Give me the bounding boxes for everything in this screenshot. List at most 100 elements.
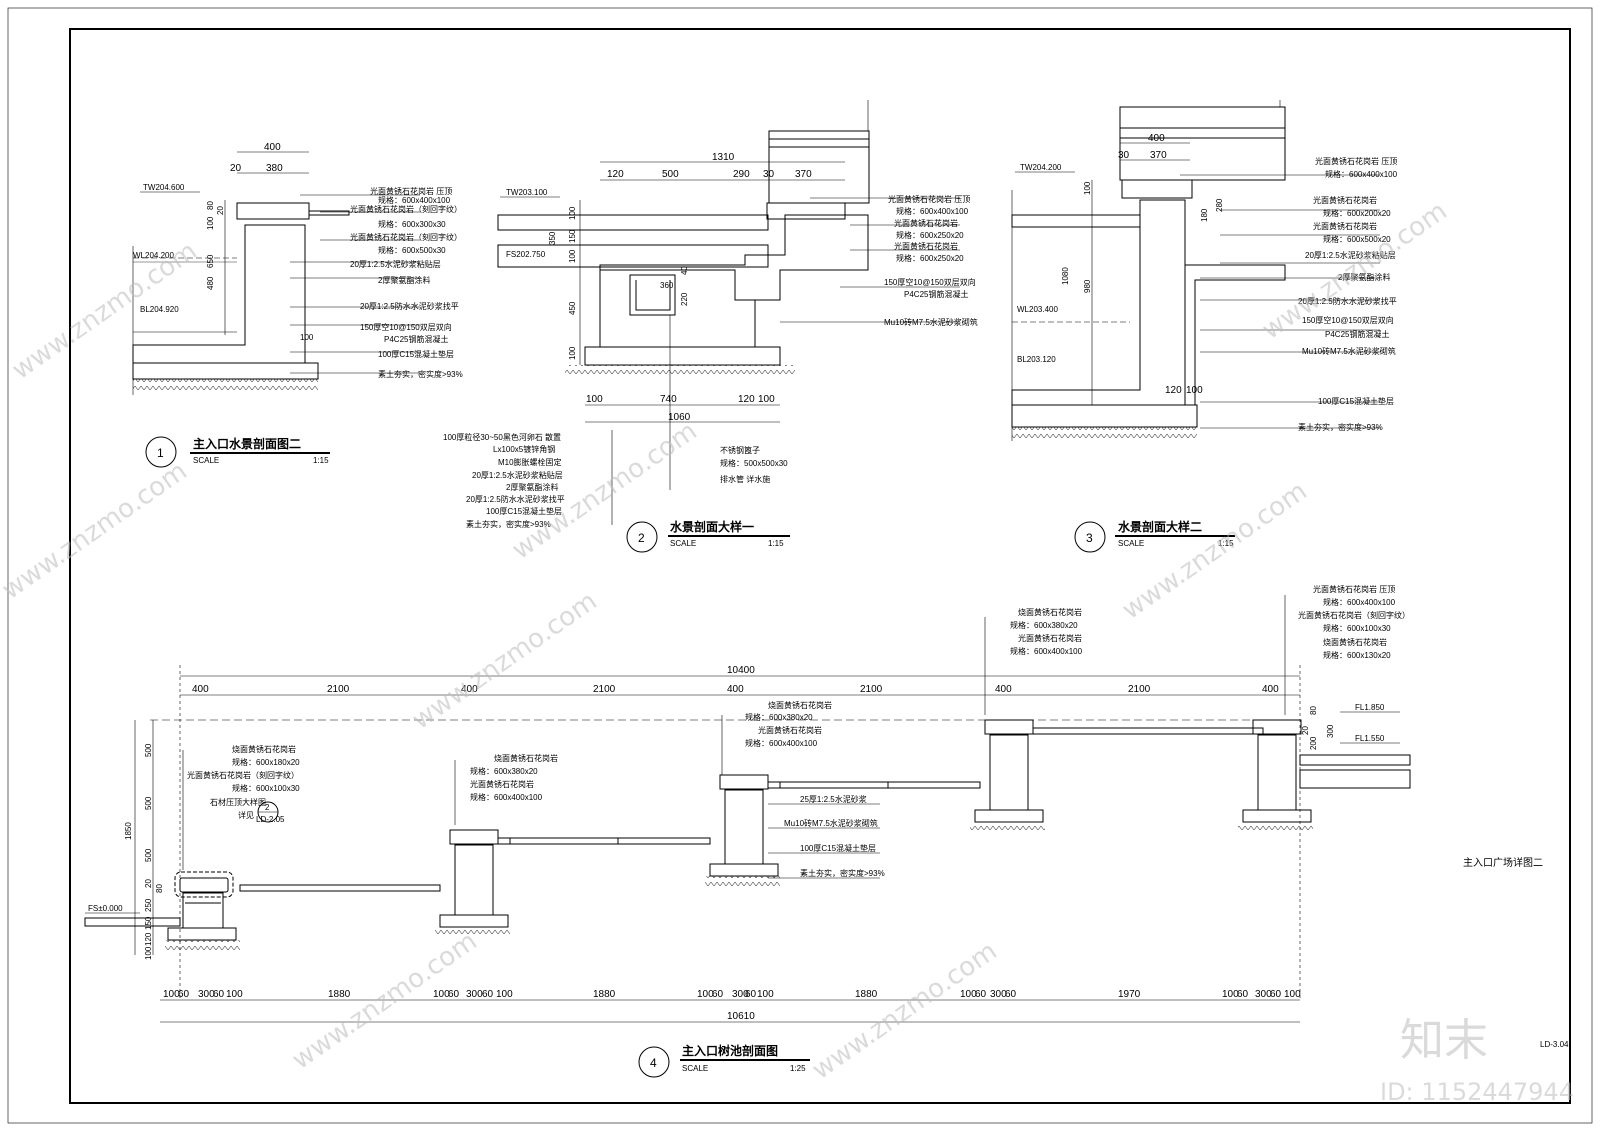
d4-dim-bottom: 300 [1255,989,1272,1000]
d2-note: 20厚1:2.5防水水泥砂浆找平 [466,494,565,504]
d3-scale: 1:15 [1218,539,1234,548]
watermark-brand: 知末 [1400,1015,1488,1066]
d3-note: 20厚1:2.5防水水泥砂浆找平 [1298,296,1397,306]
d2-note: 规格：600x250x20 [896,253,964,263]
d3-dim: 280 [1215,198,1224,212]
d4-ref-note: 详见 [238,810,254,820]
d3-note: 光面黄锈石花岗岩 压顶 [1315,156,1397,166]
d2-note: 150厚空10@150双层双向 [884,277,976,287]
d4-note: Mu10砖M7.5水泥砂浆砌筑 [784,818,878,828]
d3-note: 100厚C15混凝土垫层 [1318,396,1394,406]
d4-dim: 150 [144,916,153,930]
d1-note: 素土夯实，密实度>93% [378,369,463,379]
d3-note: 光面黄锈石花岗岩 [1313,221,1377,231]
d2-dim: 290 [733,169,750,180]
d4-dim: 120 [144,932,153,946]
d1-dim-650: 650 [206,254,215,268]
d4-dim: 80 [1309,706,1318,715]
watermark-url: www.znzmo.com [807,936,1003,1086]
d1-note: 20厚1:2.5防水水泥砂浆找平 [360,301,459,311]
d3-dim: 370 [1150,150,1167,161]
d3-level-tw: TW204.200 [1020,163,1062,172]
d4-note: 规格：600x100x30 [1323,623,1391,633]
sheet-title: 主入口广场详图二 [1463,856,1543,869]
d1-dim-80: 80 [206,201,215,210]
d3-level-wl: WL203.400 [1017,305,1058,314]
d1-level-tw: TW204.600 [143,183,185,192]
d1-note: 100厚C15混凝土垫层 [378,349,454,359]
d4-dim-bottom: 60 [745,989,757,1000]
d1-level-bl: BL204.920 [140,305,179,314]
d3-note: 2厚聚氨酯涂料 [1338,272,1390,282]
d2-note: 规格：600x250x20 [896,230,964,240]
d4-note: 规格：600x400x100 [1323,597,1396,607]
watermark-url: www.znzmo.com [407,586,603,736]
d1-note: 规格：600x400x100 [378,195,451,205]
d4-dim: 400 [727,684,744,695]
d4-dim-bottom: 1970 [1118,989,1141,1000]
d4-dim-bottom: 1880 [855,989,878,1000]
d1-dim-400: 400 [264,142,281,153]
d4-note: 光面黄锈石花岗岩 压顶 [1313,584,1395,594]
d3-level-bl: BL203.120 [1017,355,1056,364]
d4-dim-bottom: 300 [732,989,749,1000]
d2-dim: 1310 [712,152,735,163]
d4-level-fs: FS±0.000 [88,904,123,913]
watermark-url: www.znzmo.com [1117,476,1313,626]
d2-level-fs: FS202.750 [506,250,546,259]
d2-dim: 30 [763,169,775,180]
d4-note: 素土夯实，密实度>93% [800,868,885,878]
d4-notes-b: 烧面黄锈石花岗岩 规格：600x380x20 光面黄锈石花岗岩 规格：600x4… [454,753,558,825]
d1-scale-label: SCALE [193,456,219,465]
d4-dim-bottom: 300 [198,989,215,1000]
d4-dim: 2100 [1128,684,1151,695]
d4-dim: 200 [1309,736,1318,750]
d2-note: 光面黄锈石花岗岩 压顶 [888,194,970,204]
d2-dim: 740 [660,394,677,405]
d4-dim-bottom: 60 [1005,989,1017,1000]
d4-dim-bottom: 100 [1222,989,1239,1000]
d4-number: 4 [650,1056,657,1070]
d4-dim: 2100 [593,684,616,695]
d2-note: M10膨胀螺栓固定 [498,457,562,467]
d4-level-fl1: FL1.850 [1355,703,1385,712]
detail-2: 1310 120 500 290 30 370 100 740 120 100 … [443,100,978,553]
d4-dim-bottom: 100 [496,989,513,1000]
d2-dim: 450 [568,301,577,315]
d2-note: 不锈钢篦子 [720,445,760,455]
d3-note: 规格：600x200x20 [1323,208,1391,218]
d4-note: 100厚C15混凝土垫层 [800,843,876,853]
d4-notes-c: 烧面黄锈石花岗岩 规格：600x380x20 光面黄锈石花岗岩 规格：600x4… [721,700,885,879]
outer-border [7,7,1593,1124]
d4-dim-bottom: 60 [448,989,460,1000]
d4-dim: 500 [144,796,153,810]
d4-dim-bottom: 60 [1237,989,1249,1000]
inner-frame [69,28,1571,1104]
d4-note: 烧面黄锈石花岗岩 [1018,607,1082,617]
d4-note: 规格：600x380x20 [470,766,538,776]
d4-dim: 400 [995,684,1012,695]
d2-scale: 1:15 [768,539,784,548]
watermark-id: ID: 1152447944 [1380,1078,1574,1106]
watermark-url: www.znzmo.com [0,456,193,606]
d2-note: 2厚聚氨酯涂料 [506,482,558,492]
d4-dim: 400 [1262,684,1279,695]
d1-dim-20: 20 [230,163,242,174]
d2-dim: 500 [662,169,679,180]
d1-note: 光面黄锈石花岗岩 压顶 [370,186,452,196]
d2-title: 水景剖面大样一 [670,519,754,534]
d1-level-wl: WL204.200 [133,251,174,260]
d4-note: 规格：600x400x100 [470,792,543,802]
d1-note: 150厚空10@150双层双向 [360,322,452,332]
d1-note: 2厚聚氨酯涂料 [378,275,430,285]
d4-note: 规格：600x400x100 [1010,646,1083,656]
d2-dim: 350 [548,231,557,245]
d4-dim: 1850 [124,822,133,840]
d4-note: 光面黄锈石花岗岩 [758,725,822,735]
d2-note: Lx100x5镀锌角钢 [493,444,555,454]
d3-note: 20厚1:2.5水泥砂浆粘贴层 [1305,250,1396,260]
d2-dim: 100 [568,206,577,220]
d4-dim-bottom: 100 [433,989,450,1000]
d4-dim-bottom: 100 [163,989,180,1000]
